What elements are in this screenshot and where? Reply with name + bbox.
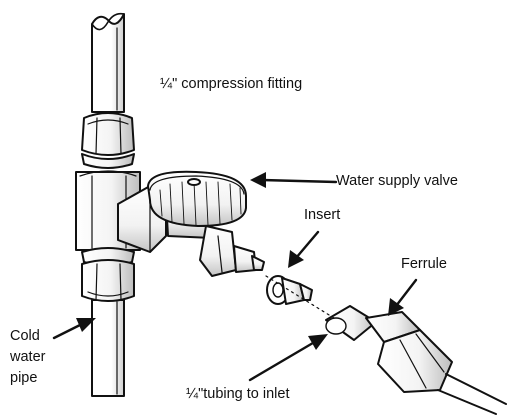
label-water-supply-valve: Water supply valve <box>336 172 458 190</box>
arrow-to-valve <box>250 172 336 188</box>
ferrule <box>326 306 376 340</box>
label-insert: Insert <box>304 206 340 224</box>
arrow-to-insert <box>288 232 318 268</box>
cold-water-pipe-lower <box>92 300 124 396</box>
label-compression-fitting: ¼" compression fitting <box>160 75 302 93</box>
cold-water-pipe-upper <box>92 14 124 112</box>
water-supply-valve-handle <box>148 172 246 226</box>
label-cold-water-pipe: Cold water pipe <box>10 326 45 389</box>
label-ferrule: Ferrule <box>401 255 447 273</box>
insert <box>267 276 312 304</box>
arrow-to-pipe <box>54 318 96 338</box>
arrow-to-tubing <box>250 334 328 380</box>
tubing-compression-nut <box>366 312 452 392</box>
tubing-to-inlet <box>438 374 506 414</box>
label-cold-water-pipe-line-3: pipe <box>10 368 45 389</box>
tee-upper-nut <box>82 113 134 168</box>
label-cold-water-pipe-line-1: Cold <box>10 326 45 347</box>
label-tubing-to-inlet: ¼"tubing to inlet <box>186 385 290 403</box>
arrow-to-ferrule <box>388 280 416 316</box>
tee-lower-nut <box>82 248 134 301</box>
label-cold-water-pipe-line-2: water <box>10 347 45 368</box>
